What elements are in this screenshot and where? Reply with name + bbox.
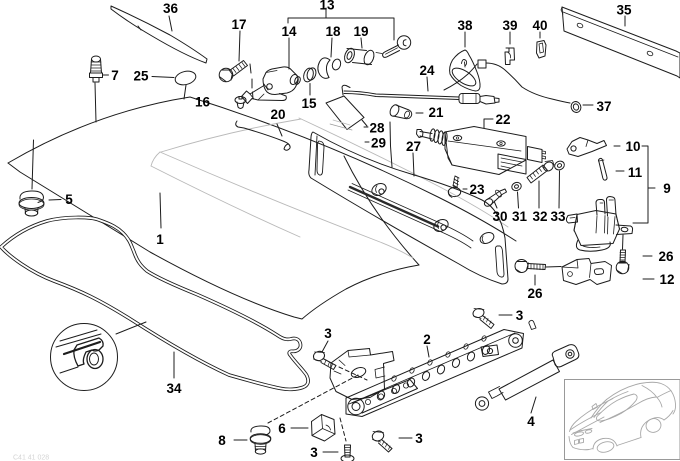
svg-text:5: 5: [65, 192, 73, 207]
svg-text:12: 12: [659, 272, 674, 287]
svg-text:18: 18: [325, 24, 341, 39]
svg-text:28: 28: [369, 121, 385, 136]
svg-text:10: 10: [625, 139, 640, 154]
svg-text:29: 29: [371, 136, 386, 151]
svg-text:9: 9: [663, 181, 671, 196]
svg-text:2: 2: [423, 332, 431, 347]
svg-text:32: 32: [532, 209, 547, 224]
svg-text:35: 35: [616, 3, 632, 18]
svg-text:20: 20: [270, 107, 285, 122]
svg-text:27: 27: [406, 139, 421, 154]
svg-text:3: 3: [324, 326, 332, 341]
svg-text:36: 36: [163, 1, 179, 16]
svg-text:3: 3: [415, 431, 423, 446]
svg-text:3: 3: [516, 308, 524, 323]
svg-text:30: 30: [492, 209, 507, 224]
svg-text:21: 21: [428, 105, 444, 120]
svg-text:14: 14: [281, 24, 297, 39]
svg-text:40: 40: [532, 18, 547, 33]
svg-text:23: 23: [469, 182, 485, 197]
svg-text:33: 33: [550, 209, 566, 224]
svg-text:1: 1: [156, 232, 164, 247]
svg-text:4: 4: [527, 414, 535, 429]
svg-text:17: 17: [231, 17, 246, 32]
svg-text:6: 6: [278, 421, 286, 436]
svg-text:26: 26: [658, 249, 674, 264]
svg-text:19: 19: [353, 24, 368, 39]
svg-text:13: 13: [319, 0, 335, 13]
svg-text:8: 8: [218, 433, 226, 448]
svg-text:24: 24: [419, 63, 435, 78]
svg-text:37: 37: [596, 99, 611, 114]
svg-text:25: 25: [133, 69, 149, 84]
svg-text:15: 15: [301, 96, 317, 111]
svg-text:11: 11: [628, 165, 643, 180]
svg-text:22: 22: [495, 112, 510, 127]
svg-text:39: 39: [502, 18, 517, 33]
svg-text:3: 3: [310, 445, 318, 460]
svg-text:16: 16: [195, 95, 211, 110]
svg-text:31: 31: [512, 209, 528, 224]
svg-text:38: 38: [457, 18, 473, 33]
svg-text:26: 26: [527, 286, 543, 301]
svg-text:7: 7: [111, 68, 119, 83]
svg-text:34: 34: [166, 381, 182, 396]
svg-text:C41 41 028: C41 41 028: [13, 455, 49, 461]
